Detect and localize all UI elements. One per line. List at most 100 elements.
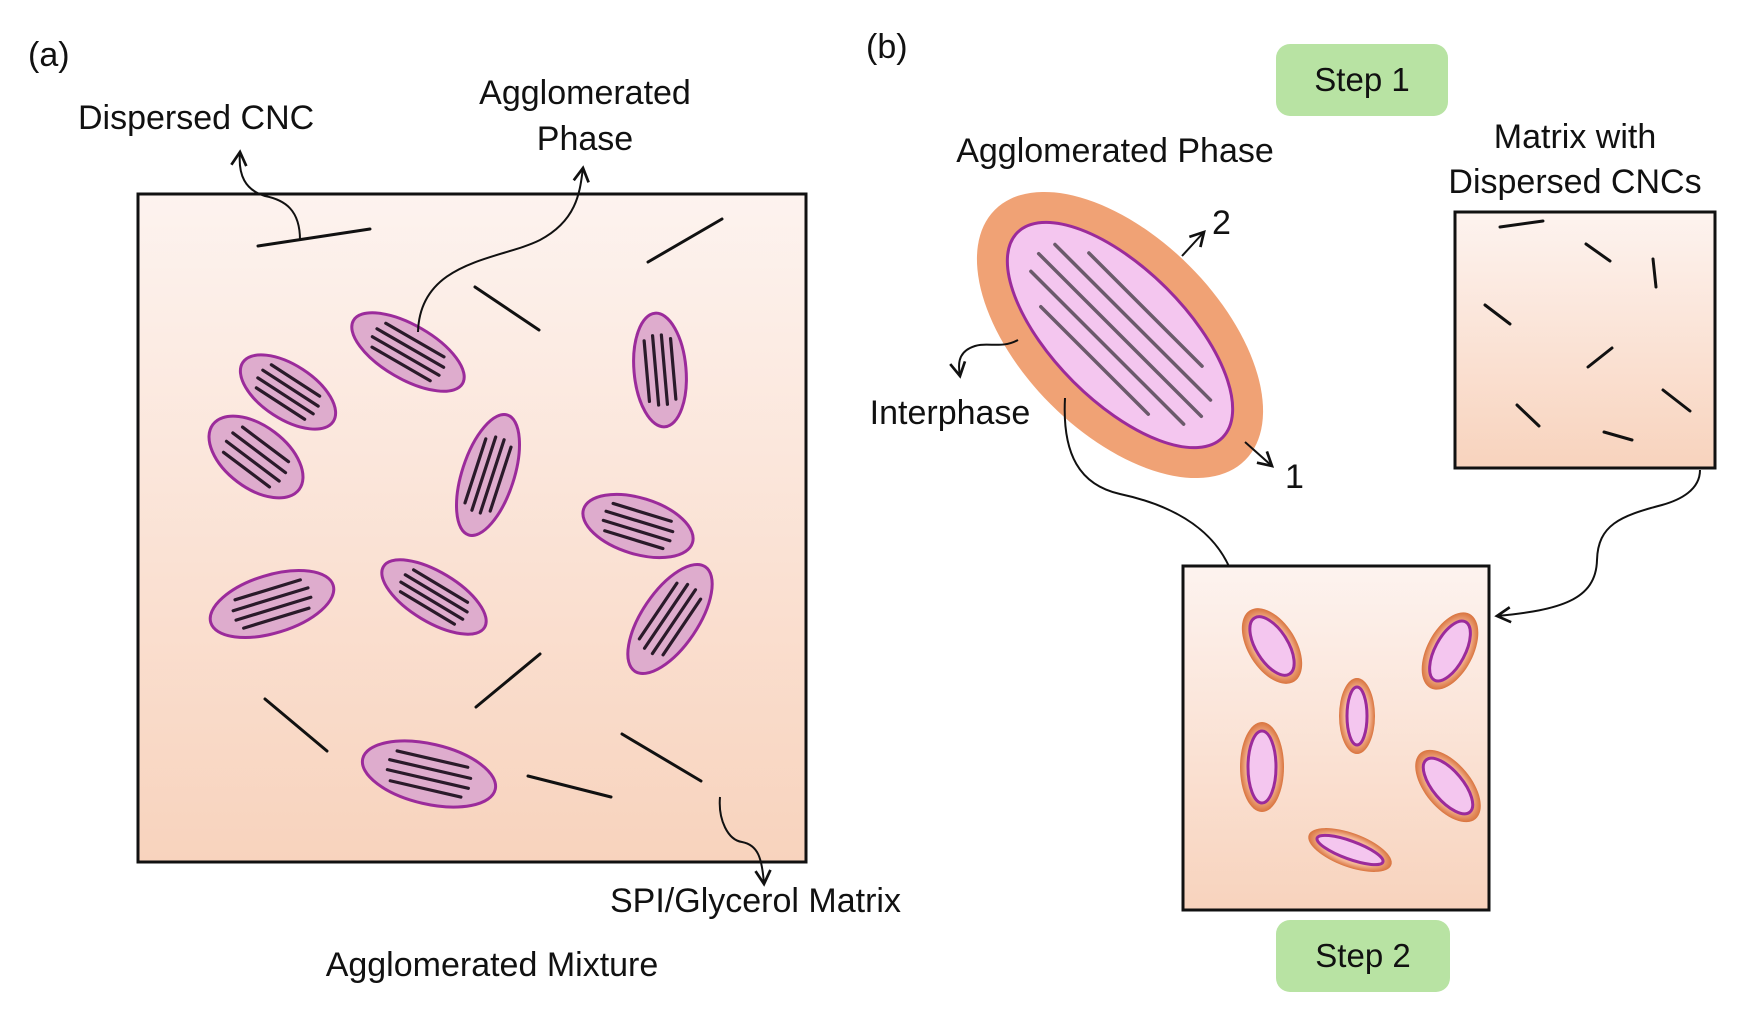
coated-particle: [1421, 612, 1479, 690]
cnc-line: [388, 758, 473, 780]
matrix-dispersed-label-line1: Matrix with: [1494, 118, 1656, 156]
cnc-line: [650, 588, 698, 656]
cnc-line: [385, 768, 470, 790]
particle-core: [1315, 833, 1385, 867]
cnc-line: [478, 438, 506, 515]
agglomerate: [208, 569, 336, 639]
cnc-line: [661, 597, 703, 657]
dispersed-cnc-line: [1602, 430, 1634, 442]
agglomerate-outline: [626, 562, 714, 676]
cnc-line: [221, 450, 272, 489]
cnc-line: [370, 345, 432, 383]
agglomerated-phase-label-line1: Agglomerated: [479, 74, 691, 112]
matrix-to-step2-arrow: [1494, 469, 1701, 624]
interphase-to-step2-arrow: [1063, 397, 1245, 601]
panel-b: (b) Step 1 Agglomerated Phase 2 1 Interp…: [866, 28, 1717, 992]
cnc-line: [403, 573, 469, 614]
step-2-badge: [1276, 920, 1450, 992]
matrix-dispersed-label-line2: Dispersed CNCs: [1448, 163, 1701, 201]
interphase-label: Interphase: [870, 394, 1031, 432]
coated-particle: [1415, 749, 1481, 823]
agglomerated-phase-label-line2: Phase: [537, 120, 633, 158]
agglomerated-phase-title: Agglomerated Phase: [956, 132, 1274, 170]
dispersed-cnc-line: [474, 652, 542, 709]
cnc-line: [470, 435, 498, 512]
cnc-line: [668, 336, 678, 401]
coated-particle: [1241, 608, 1303, 684]
coated-particle: [1240, 722, 1284, 812]
dispersed-cnc-leader: [230, 149, 301, 241]
agglomerate: [581, 492, 695, 560]
agglomerate: [350, 311, 466, 393]
cnc-line: [603, 529, 665, 551]
dispersed-cnc-label: Dispersed CNC: [78, 99, 314, 137]
cnc-line: [1036, 251, 1204, 419]
dispersed-cnc-line: [1498, 219, 1545, 229]
dispersed-cnc-line: [620, 732, 703, 783]
particle-core: [1421, 756, 1475, 816]
cnc-line: [1053, 242, 1213, 402]
matrix-label: SPI/Glycerol Matrix: [610, 882, 901, 920]
particle-core: [1428, 619, 1472, 683]
agglomerate-outline: [208, 569, 336, 639]
dispersed-cnc-line: [473, 285, 541, 332]
dispersed-cnc-line: [1661, 388, 1692, 413]
particle-core: [1345, 685, 1369, 747]
cnc-line: [395, 749, 470, 769]
agglomerate: [626, 562, 714, 676]
dispersed-cnc-line: [526, 774, 613, 799]
cnc-line: [642, 339, 652, 404]
cnc-line: [224, 439, 281, 483]
matrix-dispersed-cnc-box: [1453, 210, 1717, 470]
agglomerate: [455, 413, 521, 537]
cnc-line: [398, 590, 457, 626]
step-1-badge: [1276, 44, 1448, 116]
agglomerate: [238, 353, 338, 431]
matrix-dispersed-cnc-lines: [1483, 219, 1692, 442]
interphase-leader: [949, 339, 1019, 379]
cnc-line: [1029, 269, 1186, 426]
cnc-line: [1039, 304, 1151, 416]
cnc-line: [659, 333, 670, 406]
step-2-label: Step 2: [1315, 937, 1410, 974]
cnc-line: [240, 425, 291, 464]
dispersed-cnc-line: [1483, 303, 1512, 326]
large-agglomerated-phase: [976, 191, 1264, 479]
cnc-line: [242, 606, 311, 630]
cnc-line: [601, 518, 672, 543]
cnc-line: [370, 335, 441, 377]
cnc-line: [650, 334, 661, 407]
cnc-line: [231, 431, 288, 475]
arrow-2: [1181, 229, 1206, 257]
cnc-line: [463, 437, 488, 505]
step-1-label: Step 1: [1314, 61, 1409, 98]
coated-particle: [1308, 828, 1392, 872]
cnc-line: [375, 327, 446, 369]
cnc-line: [637, 581, 679, 641]
agglomerate-outline: [581, 492, 695, 560]
panel-a-letter: (a): [28, 36, 70, 74]
dispersed-cnc-line: [263, 697, 329, 753]
dispersed-cnc-line: [256, 227, 372, 248]
agglomerate: [380, 558, 488, 636]
agglomerated-phase-leader: [417, 165, 590, 333]
coated-particle: [1339, 678, 1375, 754]
coated-particles-group: [1240, 608, 1481, 872]
agglomerate: [632, 311, 688, 429]
agglomerate-outline: [350, 311, 466, 393]
cnc-line: [384, 321, 446, 359]
cnc-line: [604, 509, 675, 534]
cnc-line: [611, 501, 673, 523]
agglomerate-outline: [207, 414, 305, 500]
arrow-1: [1244, 441, 1275, 468]
dispersed-cnc-line: [1515, 403, 1541, 428]
agglomerate: [207, 414, 305, 500]
number-2-label: 2: [1212, 204, 1231, 242]
cnc-line: [642, 582, 690, 650]
panel-a: (a) Dispersed CNC Agglomerated Phase SPI…: [28, 36, 901, 984]
number-1-label: 1: [1285, 458, 1304, 496]
dispersed-cnc-line: [646, 217, 724, 264]
particle-core: [1246, 729, 1278, 805]
agglomerate: [360, 739, 498, 809]
